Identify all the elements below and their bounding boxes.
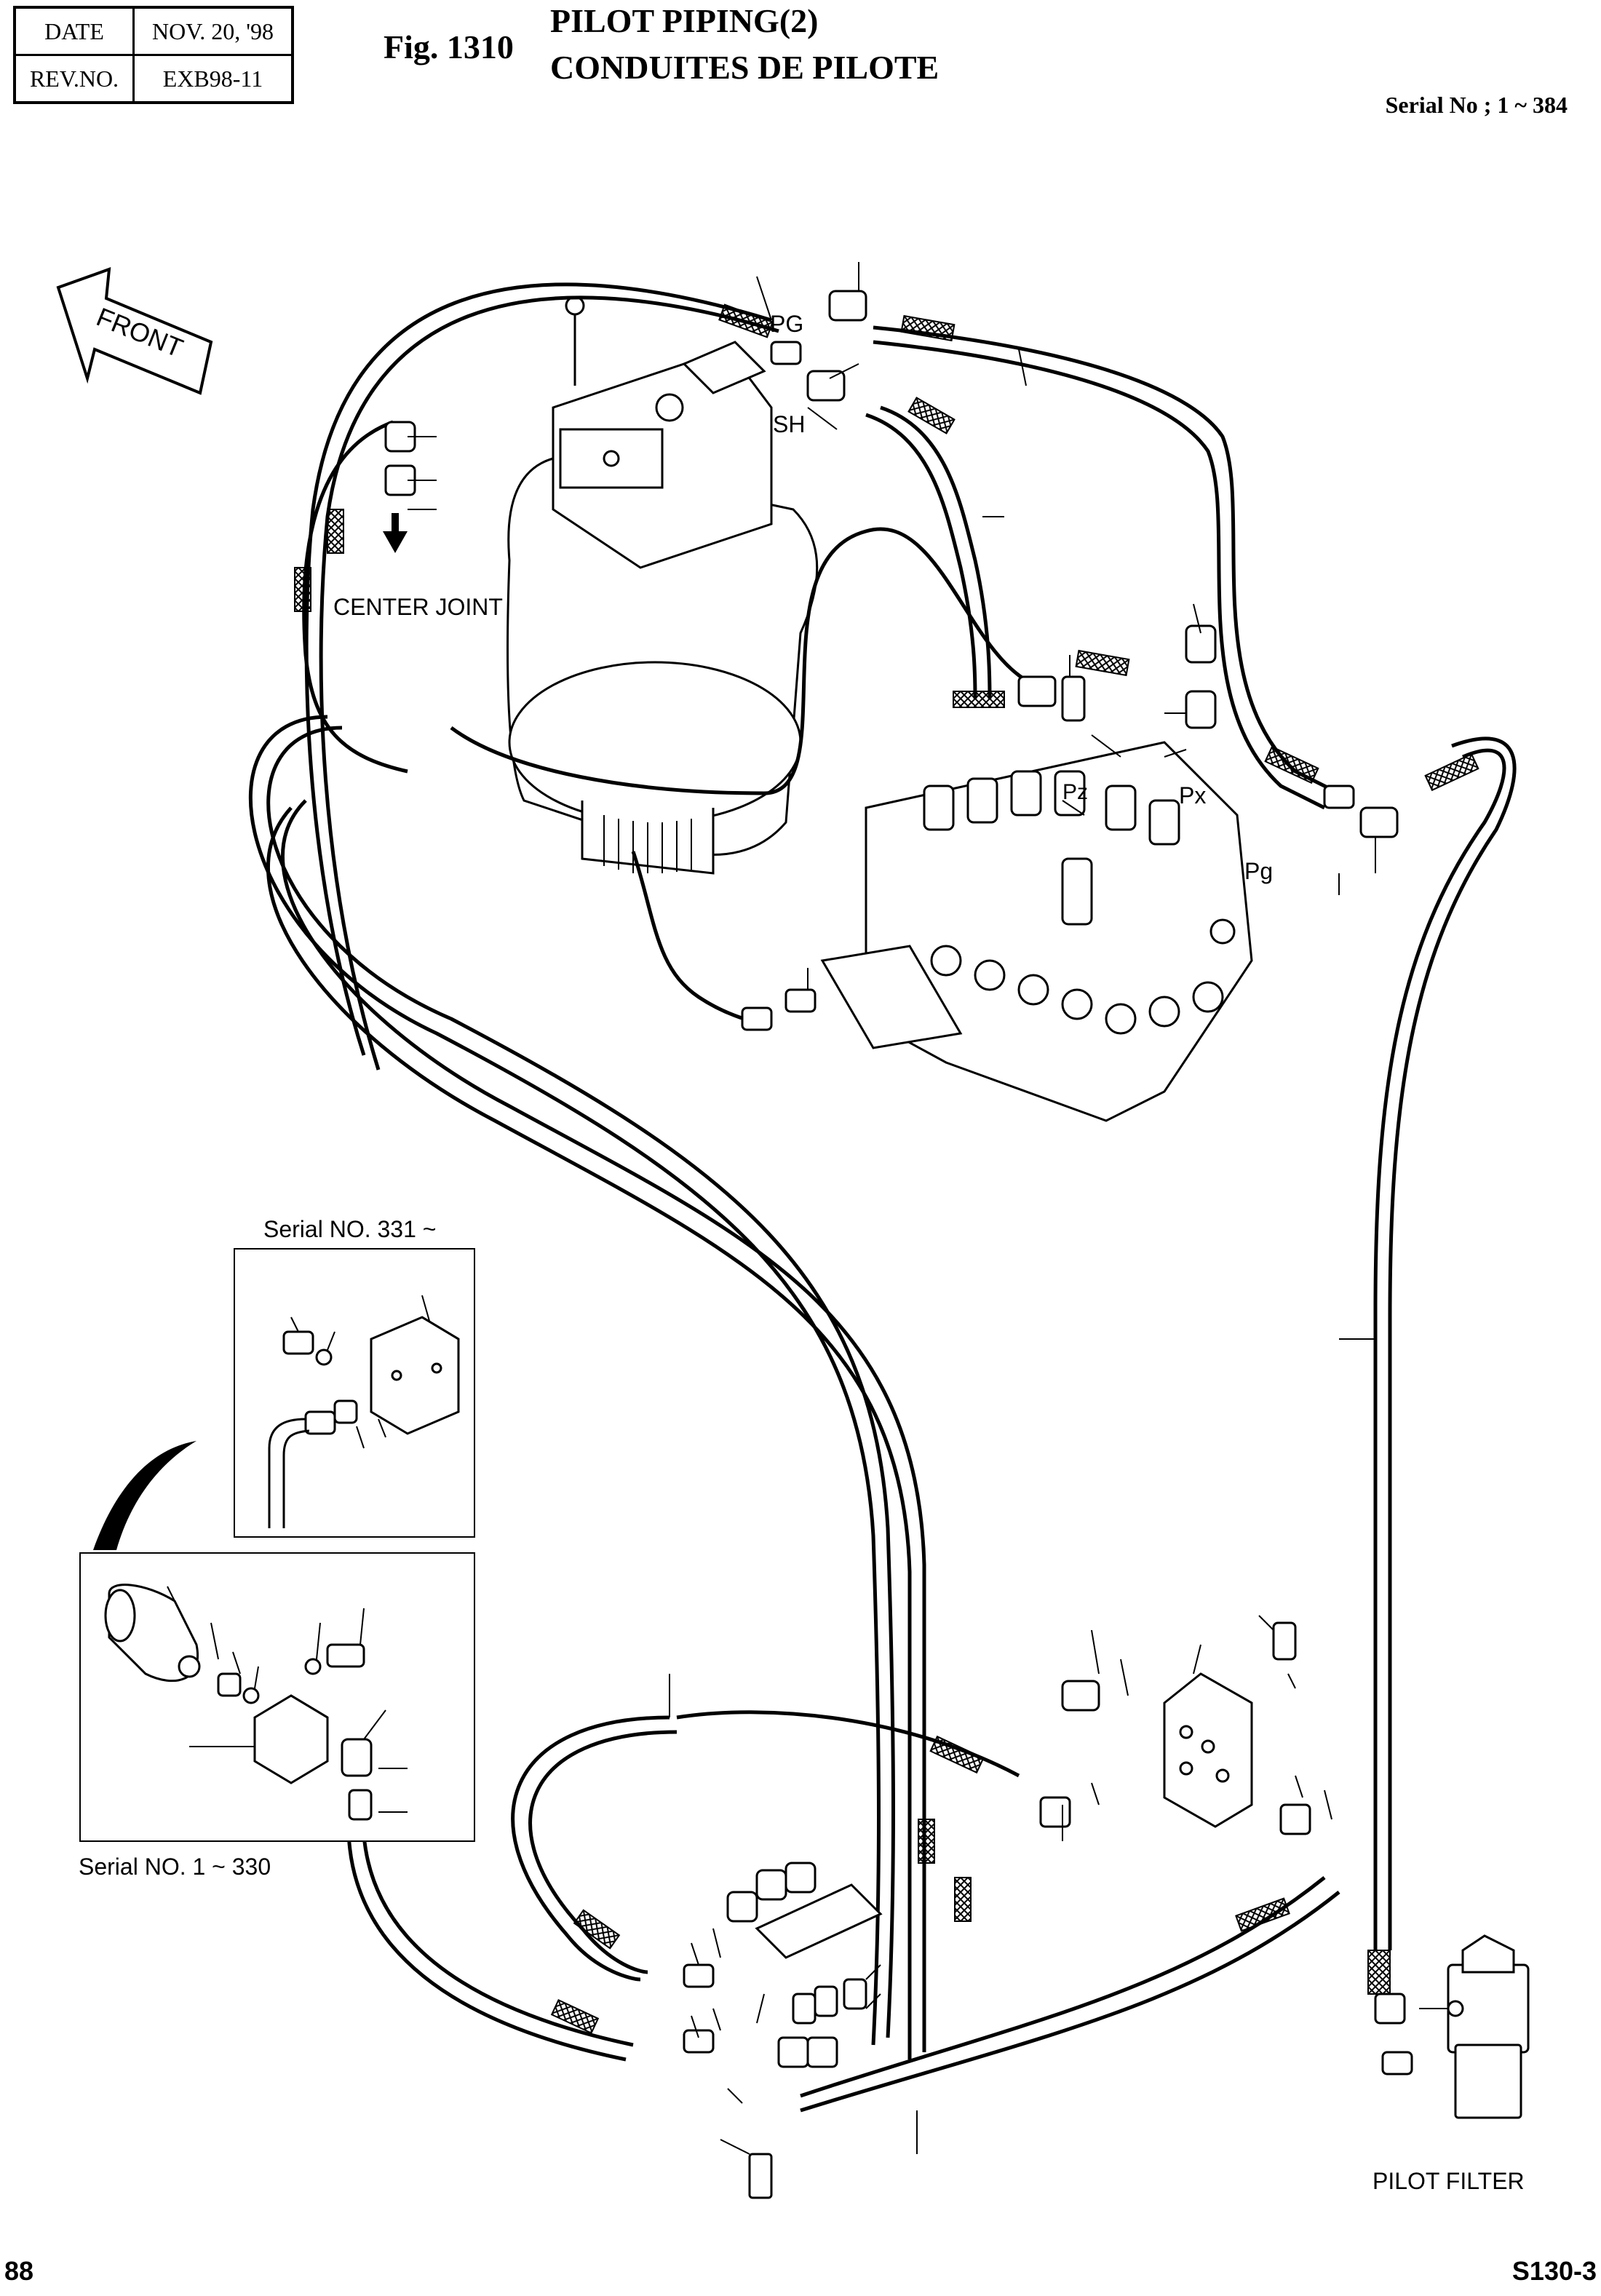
fittings xyxy=(384,290,1413,2075)
manifold-block xyxy=(1039,1621,1311,1835)
inset-transition-arrow xyxy=(93,1441,196,1550)
leader-lines xyxy=(408,262,1448,2155)
pilot-filter-label: PILOT FILTER xyxy=(1372,2168,1525,2194)
port-label-pg-upper: PG xyxy=(770,311,803,337)
title-english: PILOT PIPING(2) xyxy=(550,2,819,39)
date-value: NOV. 20, '98 xyxy=(132,6,294,56)
page-number: 88 xyxy=(4,2256,34,2286)
port-label-pg-lower: Pg xyxy=(1244,858,1273,884)
revision-table: DATE NOV. 20, '98 REV.NO. EXB98-11 xyxy=(13,6,294,104)
inset-upper-label: Serial NO. 331 ~ xyxy=(263,1216,436,1242)
inset-serial-1-330 xyxy=(79,1552,475,1842)
swing-motor-gear xyxy=(603,815,692,873)
rev-value: EXB98-11 xyxy=(132,54,294,104)
swing-motor xyxy=(506,295,819,875)
front-arrow: FRONT xyxy=(56,267,213,395)
center-joint-label: CENTER JOINT xyxy=(333,594,503,620)
center-joint-arrow xyxy=(383,513,408,553)
solenoid-block xyxy=(683,1862,883,2199)
figure-number: Fig. 1310 xyxy=(384,28,514,65)
control-valve xyxy=(820,741,1253,1122)
pilot-filter xyxy=(1447,1934,1530,2119)
date-label: DATE xyxy=(13,6,135,56)
port-label-pz: Pz xyxy=(1062,780,1088,804)
serial-range: Serial No ; 1 ~ 384 xyxy=(1385,92,1568,118)
port-label-sh: SH xyxy=(773,411,805,437)
model-code: S130-3 xyxy=(1511,2256,1597,2286)
rev-label: REV.NO. xyxy=(13,54,135,104)
inset-serial-331 xyxy=(234,1248,475,1538)
title-french: CONDUITES DE PILOTE xyxy=(550,49,939,86)
inset-lower-label: Serial NO. 1 ~ 330 xyxy=(79,1854,271,1880)
port-label-px: Px xyxy=(1179,782,1206,809)
hose-braid-marks xyxy=(294,303,1479,2034)
